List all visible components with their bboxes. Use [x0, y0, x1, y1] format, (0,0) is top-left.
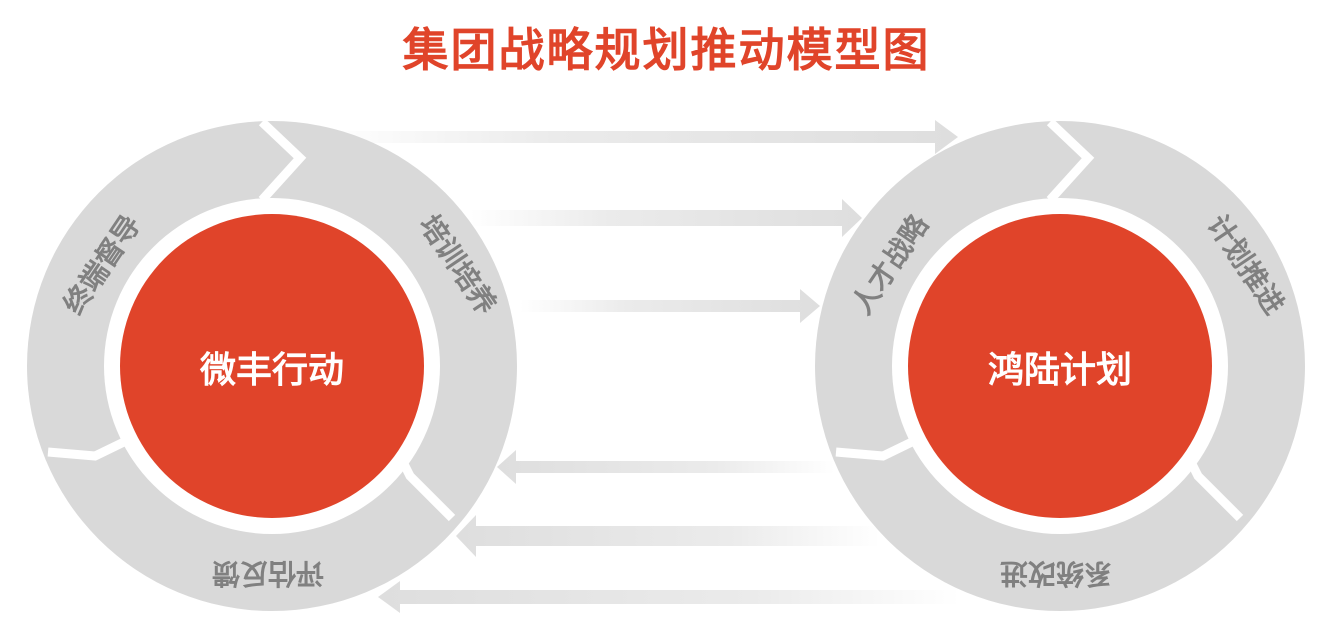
backward-arrow [497, 450, 835, 484]
forward-arrow [330, 120, 958, 154]
backward-arrow [378, 581, 960, 613]
left-segment-label: 评估反馈 [212, 557, 324, 590]
left-ring-dividers [47, 118, 456, 522]
right-cycle: 鸿陆计划 计划推进 系统改进 人才战略 [815, 118, 1305, 611]
left-cycle: 微丰行动 培训培养 评估反馈 终端督导 [27, 118, 517, 611]
forward-arrow [520, 289, 820, 323]
right-segment-label: 系统改进 [1000, 557, 1112, 590]
backward-arrow [456, 515, 880, 557]
left-center-circle [120, 214, 424, 518]
right-center-circle [908, 214, 1212, 518]
forward-arrows [330, 120, 958, 323]
right-ring-dividers [835, 118, 1244, 522]
diagram-title: 集团战略规划推动模型图 [402, 23, 931, 77]
backward-arrows [378, 450, 960, 613]
forward-arrow [470, 199, 862, 237]
right-center-label: 鸿陆计划 [988, 350, 1132, 391]
left-center-label: 微丰行动 [199, 350, 344, 391]
